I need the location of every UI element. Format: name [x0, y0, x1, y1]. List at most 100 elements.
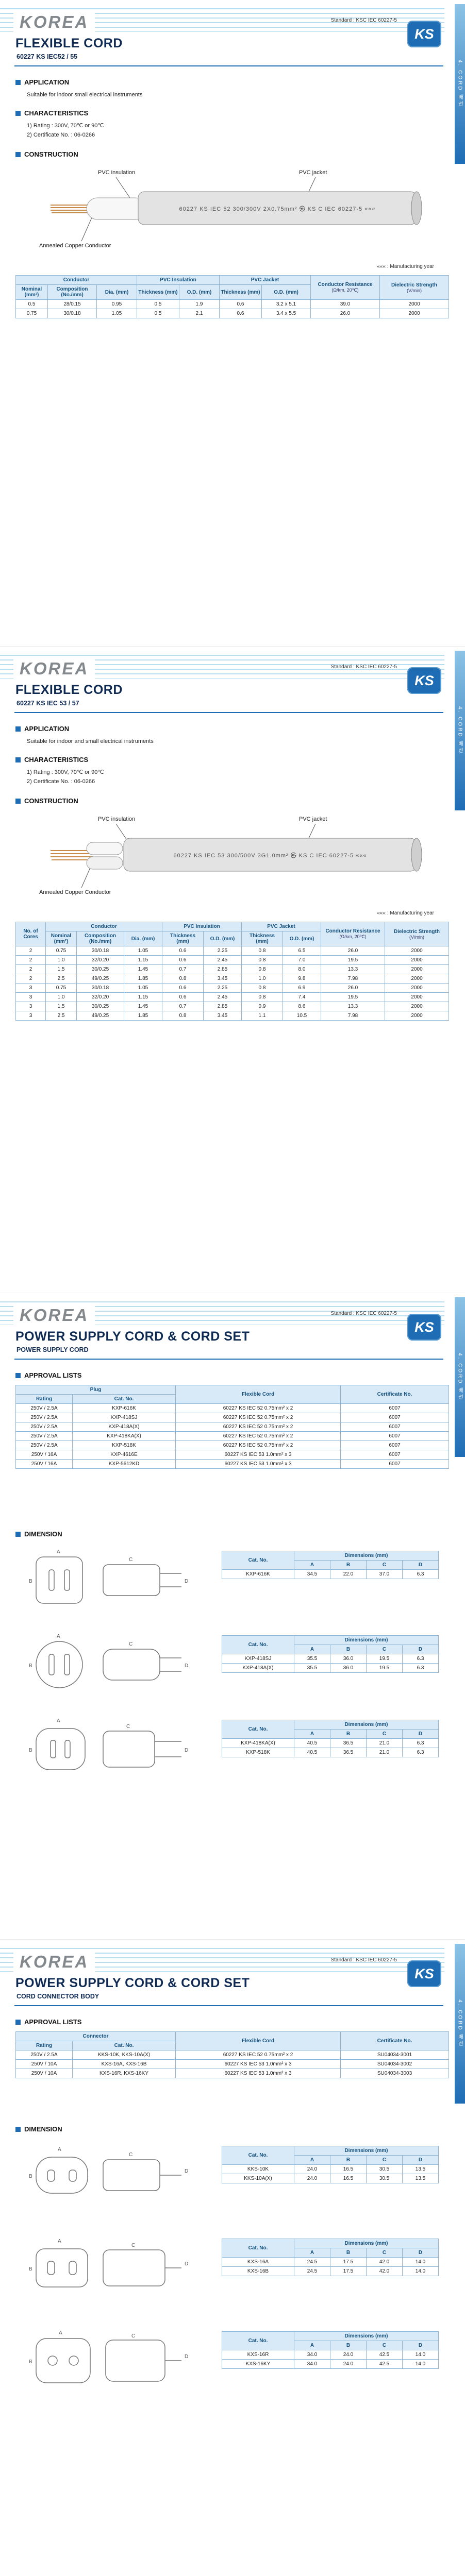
table-cell: 36.5 — [330, 1738, 367, 1748]
table-header-row: Cat. No. Dimensions (mm) — [222, 1635, 439, 1654]
section-bullet-icon — [15, 726, 21, 732]
table-cell: KXP-5612KD — [72, 1459, 176, 1469]
label-pvc-jacket: PVC jacket — [299, 170, 327, 176]
table-cell: 49/0.25 — [76, 1011, 124, 1021]
table-cell: 42.0 — [366, 2266, 403, 2276]
col-dielectric: Dielectric Strength(V/min) — [379, 275, 450, 300]
dimension-heading: DIMENSION — [15, 2125, 62, 2133]
connector-drawing: A B C D — [29, 2330, 188, 2383]
dimension-table: Cat. No. Dimensions (mm) A B C D KKS-10K… — [222, 2146, 439, 2183]
table-cell: 17.5 — [330, 2257, 367, 2267]
table-cell: 250V / 2.5A — [15, 1422, 73, 1432]
table-cell: 1.45 — [124, 1002, 162, 1011]
table-cell: 60227 KS IEC 53 1.0mm² x 3 — [175, 1450, 341, 1460]
dimension-table: Cat. No. Dimensions (mm) A B C D KXP-616… — [222, 1551, 439, 1579]
dimension-table: Cat. No. Dimensions (mm) A B C D KXP-418… — [222, 1635, 439, 1673]
table-cell: 32/0.20 — [76, 955, 124, 965]
characteristics-heading: CHARACTERISTICS — [15, 756, 88, 764]
table-cell: KXP-616K — [72, 1403, 176, 1413]
col-dielectric: Dielectric Strength(V/min) — [385, 922, 450, 946]
table-cell: 0.8 — [162, 1011, 204, 1021]
table-cell: 19.5 — [321, 992, 386, 1002]
copper-strands — [51, 205, 93, 213]
application-heading: APPLICATION — [15, 725, 69, 733]
table-cell: KXS-16R — [222, 2350, 294, 2360]
application-text: Suitable for indoor small electrical ins… — [27, 92, 143, 98]
table-cell: 250V / 2.5A — [15, 1440, 73, 1450]
page-subtitle: 60227 KS IEC 53 / 57 — [16, 700, 79, 707]
table-cell: 0.75 — [45, 946, 77, 956]
table-cell: 60227 KS IEC 53 1.0mm² x 3 — [175, 1459, 341, 1469]
table-cell: 24.5 — [294, 2266, 330, 2276]
svg-text:C: C — [129, 1557, 132, 1563]
table-cell: 24.0 — [294, 2164, 330, 2174]
table-cell: KKS-10K — [222, 2164, 294, 2174]
dimension-table: Cat. No. Dimensions (mm) A B C D KXS-16A… — [222, 2239, 439, 2276]
col-certificate: Certificate No. — [340, 1385, 450, 1404]
table-cell: 30.5 — [366, 2164, 403, 2174]
table-cell: KXP-4616E — [72, 1450, 176, 1460]
table-cell: 3.4 x 5.5 — [261, 309, 311, 318]
table-cell: 2000 — [385, 946, 450, 956]
table-cell: 19.5 — [366, 1654, 403, 1664]
table-cell: 0.7 — [162, 1002, 204, 1011]
table-cell: 19.5 — [321, 955, 386, 965]
section-bullet-icon — [15, 2019, 21, 2025]
table-cell: 1.15 — [124, 955, 162, 965]
table-cell: 35.5 — [294, 1663, 330, 1673]
table-cell: 2000 — [385, 974, 450, 984]
table-cell: 3 — [15, 1002, 46, 1011]
table-cell: KXP-418SJ — [222, 1654, 294, 1664]
table-cell: 42.5 — [366, 2359, 403, 2369]
section-side-tab: 4. CORD 배선 — [455, 651, 465, 810]
table-cell: 37.0 — [366, 1569, 403, 1579]
table-cell: 30/0.18 — [76, 946, 124, 956]
table-cell: 14.0 — [402, 2266, 439, 2276]
table-cell: 30/0.25 — [76, 1002, 124, 1011]
table-cell: 16.5 — [330, 2174, 367, 2183]
svg-text:C: C — [126, 1724, 130, 1730]
table-cell: 2000 — [385, 955, 450, 965]
section-side-tab: 4. CORD 배선 — [455, 1297, 465, 1457]
col-group-insulation: PVC Insulation — [162, 922, 242, 931]
standard-text: Standard : KSC IEC 60227-5 — [330, 1957, 397, 1963]
table-cell: 24.0 — [330, 2359, 367, 2369]
table-cell: KXP-418KA(X) — [72, 1431, 176, 1441]
col-flexible-cord: Flexible Cord — [175, 2031, 341, 2050]
label-conductor: Annealed Copper Conductor — [39, 889, 111, 895]
brand-logo: KOREA — [13, 1306, 95, 1325]
table-cell: 10.5 — [282, 1011, 322, 1021]
header-divider — [14, 65, 443, 66]
table-cell: 250V / 10A — [15, 2059, 73, 2069]
table-header-row: Connector Flexible Cord Certificate No. — [15, 2031, 449, 2050]
brand-logo: KOREA — [13, 659, 95, 679]
table-cell: 40.5 — [294, 1748, 330, 1757]
cable-construction-diagram: PVC insulation PVC jacket Annealed Coppe… — [39, 170, 422, 249]
col-cat-no: Cat. No. — [72, 1394, 176, 1404]
table-cell: 6.9 — [282, 983, 322, 993]
ks-mark: KS — [407, 667, 441, 694]
catalog-page-cord-connector-body: KOREA Standard : KSC IEC 60227-5 KS 4. C… — [0, 1940, 465, 2576]
page-title: FLEXIBLE CORD — [15, 36, 123, 50]
col-group-conductor: Conductor — [45, 922, 162, 931]
table-cell: 2000 — [385, 1002, 450, 1011]
insulation-core — [86, 842, 123, 855]
svg-text:D: D — [185, 2354, 188, 2360]
table-cell: 3 — [15, 992, 46, 1002]
section-bullet-icon — [15, 151, 21, 157]
table-cell: KXP-418SJ — [72, 1413, 176, 1422]
table-cell: 1.5 — [45, 1002, 77, 1011]
table-cell: 1.9 — [179, 299, 220, 309]
characteristics-heading: CHARACTERISTICS — [15, 109, 88, 117]
header-divider — [14, 2005, 443, 2006]
col-rating: Rating — [15, 2041, 73, 2050]
